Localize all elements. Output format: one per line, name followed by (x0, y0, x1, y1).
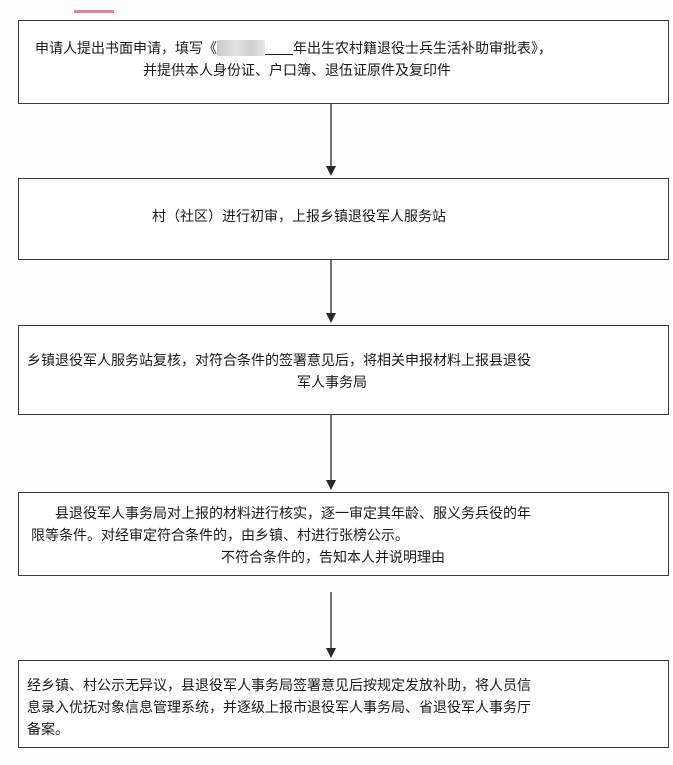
arrowhead-4-5 (326, 648, 336, 658)
step-3-line-1: 乡镇退役军人服务站复核，对符合条件的签署意见后，将相关申报材料上报县退役 (27, 353, 531, 369)
step-4-line-2: 限等条件。对经审定符合条件的，由乡镇、村进行张榜公示。 (31, 528, 409, 544)
pen-mark (74, 10, 114, 13)
flow-step-3: 乡镇退役军人服务站复核，对符合条件的签署意见后，将相关申报材料上报县退役 军人事… (18, 325, 669, 415)
step-4-line-1: 县退役军人事务局对上报的材料进行核实，逐一审定其年龄、服义务兵役的年 (55, 506, 531, 522)
step-4-line-3: 不符合条件的，告知本人并说明理由 (221, 550, 445, 566)
flow-step-1: 申请人提出书面申请，填写《 年出生农村籍退役士兵生活补助审批表》， 并提供本人身份… (18, 20, 669, 104)
flow-step-4: 县退役军人事务局对上报的材料进行核实，逐一审定其年龄、服义务兵役的年 限等条件。… (18, 492, 669, 576)
step-5-line-1: 经乡镇、村公示无异议，县退役军人事务局签署意见后按规定发放补助，将人员信 (27, 678, 531, 694)
arrowhead-2-3 (326, 313, 336, 323)
flow-step-5: 经乡镇、村公示无异议，县退役军人事务局签署意见后按规定发放补助，将人员信 息录入… (18, 660, 669, 748)
redacted-year (217, 40, 265, 56)
step-1-line-2: 并提供本人身份证、户口簿、退伍证原件及复印件 (143, 63, 451, 79)
arrowhead-1-2 (326, 166, 336, 176)
step-1-text-b: 年出生农村籍退役士兵生活补助审批表》， (293, 41, 552, 57)
step-1-line-1: 申请人提出书面申请，填写《 年出生农村籍退役士兵生活补助审批表》， (35, 38, 668, 60)
step-5-line-3: 备案。 (27, 722, 69, 738)
flow-step-2: 村（社区）进行初审，上报乡镇退役军人服务站 (18, 178, 669, 260)
step-5-line-2: 息录入优抚对象信息管理系统，并逐级上报市退役军人事务局、省退役军人事务厅 (27, 700, 531, 716)
step-1-text-a: 申请人提出书面申请，填写《 (35, 41, 217, 57)
step-2-line-1: 村（社区）进行初审，上报乡镇退役军人服务站 (152, 209, 446, 225)
step-3-line-2: 军人事务局 (297, 375, 367, 391)
blank-underline (265, 39, 293, 55)
arrowhead-3-4 (326, 480, 336, 490)
